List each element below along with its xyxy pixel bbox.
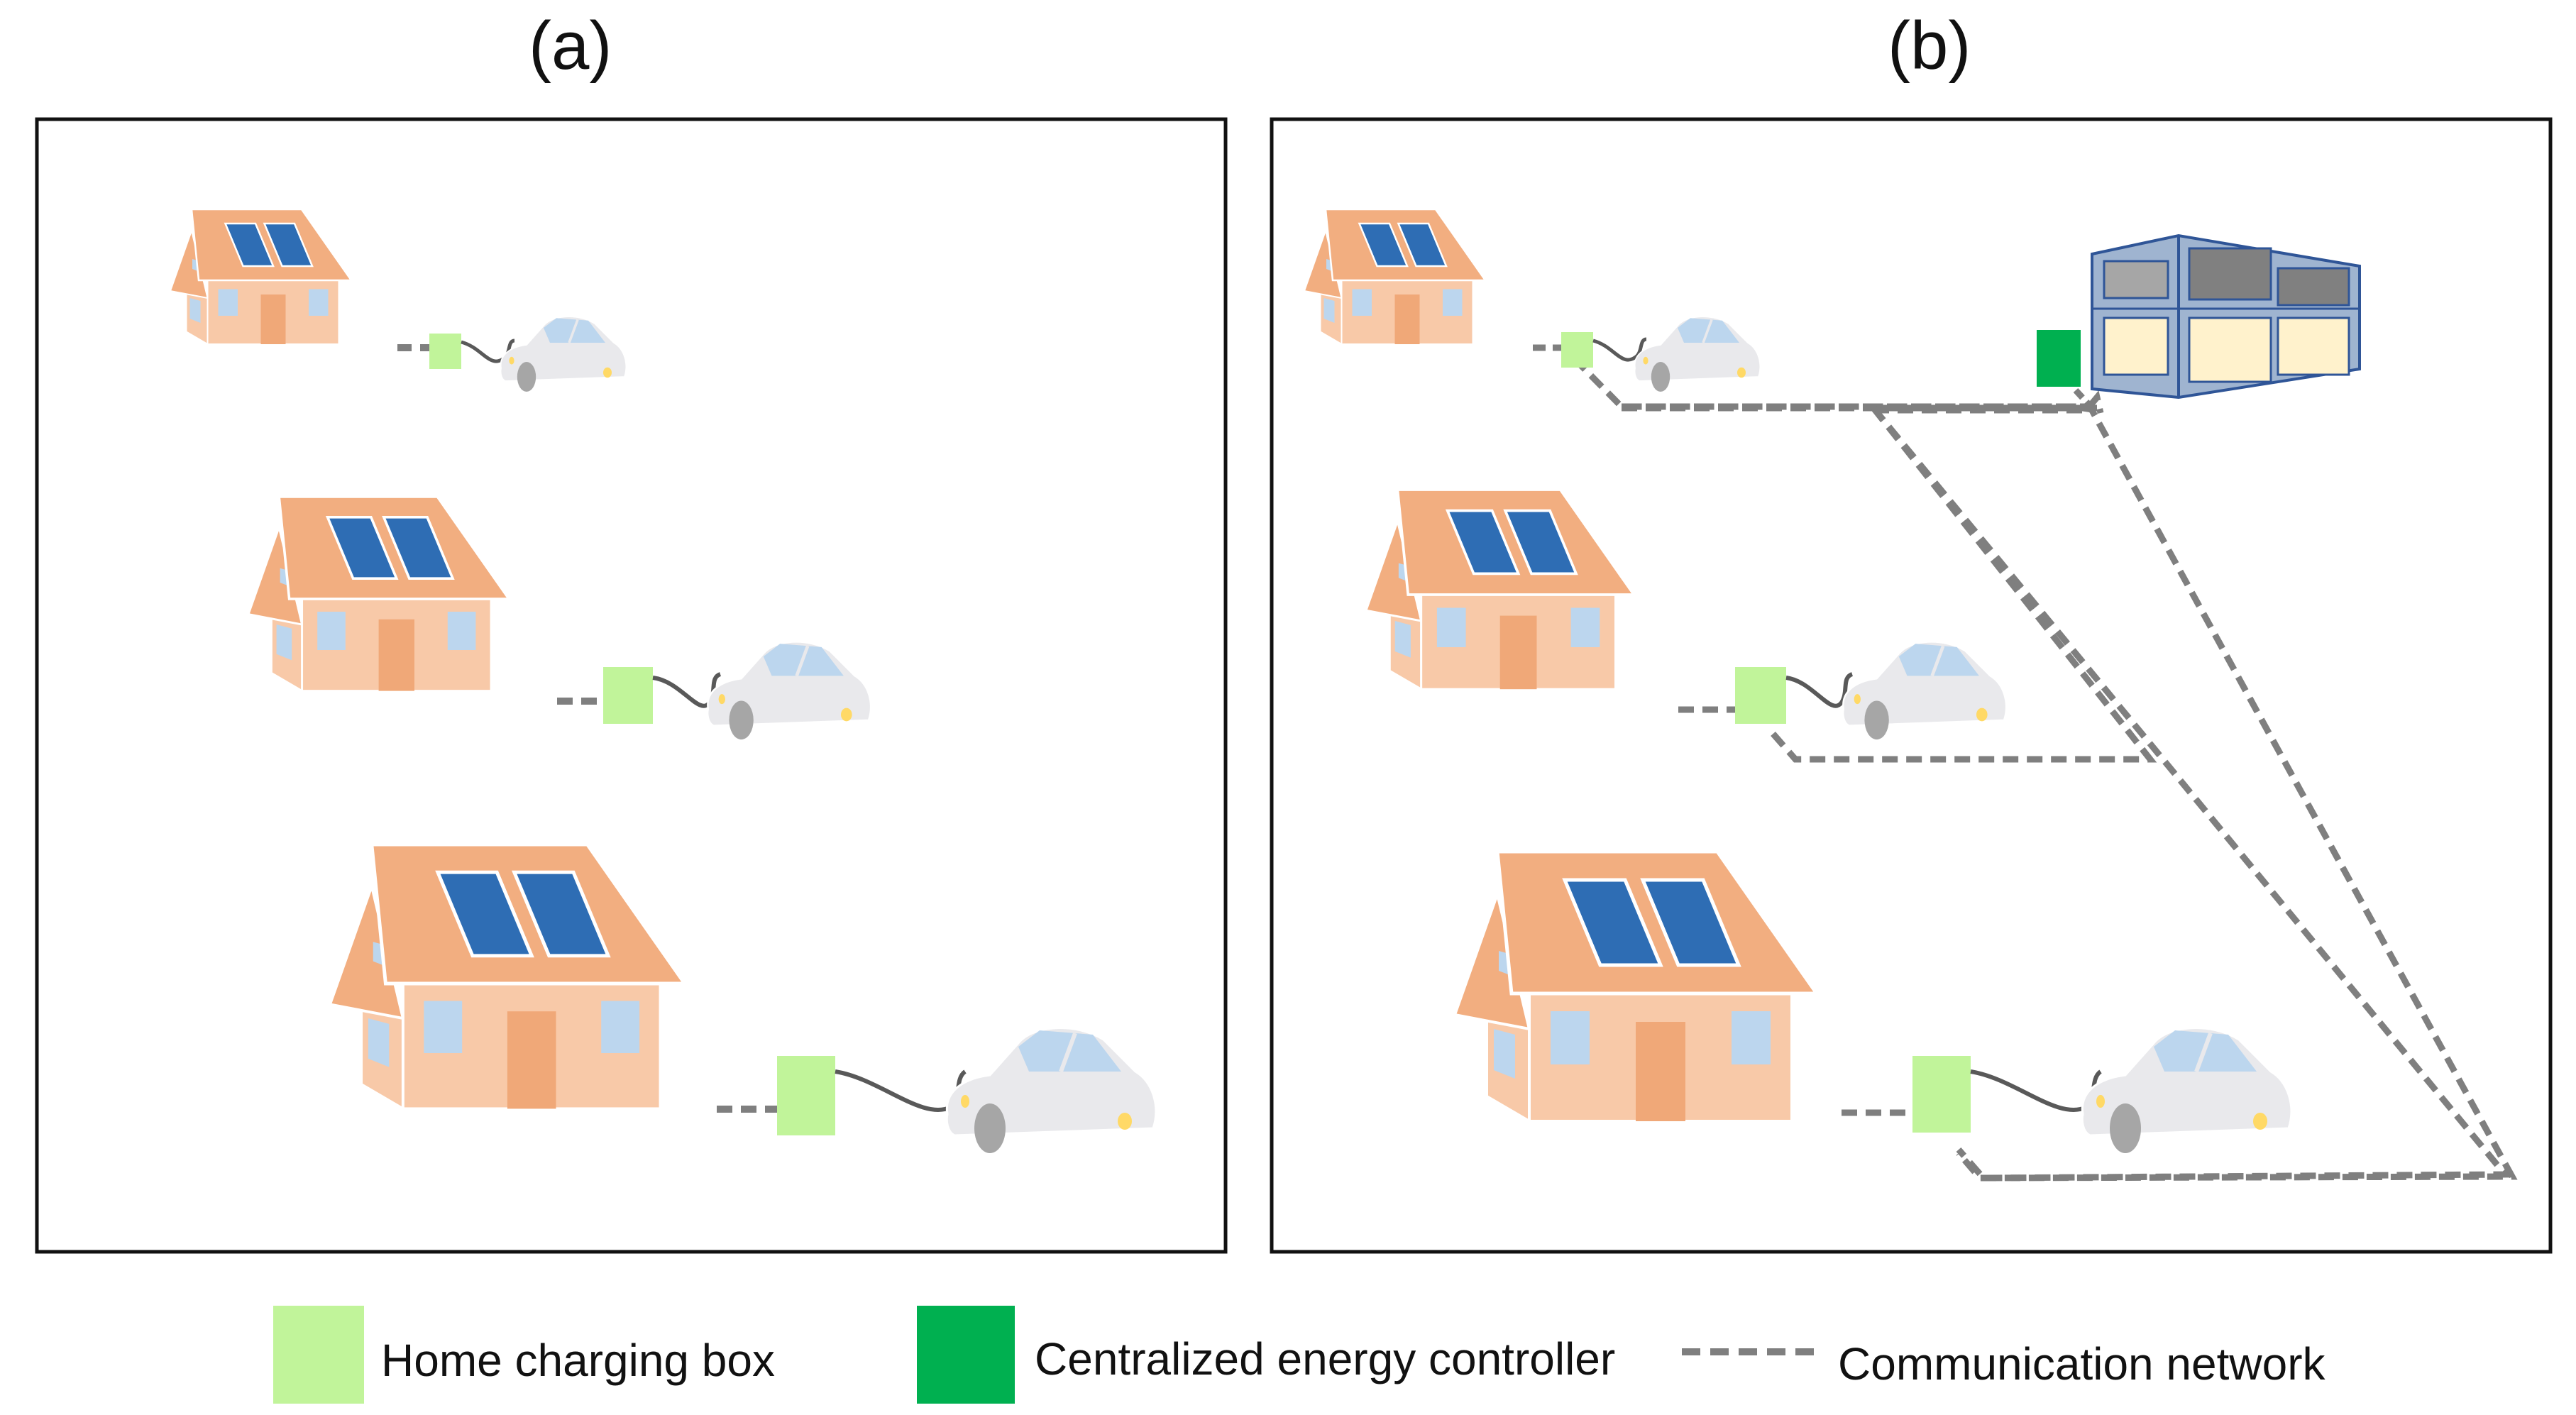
- house-a3: [330, 844, 685, 1108]
- home-box-b2: [1735, 667, 1786, 724]
- legend-controller-label: Centralized energy controller: [1035, 1333, 1616, 1384]
- centralized-controller: [2037, 330, 2081, 387]
- cable-b3: [1970, 1069, 2103, 1113]
- car-b3: [2082, 1028, 2291, 1153]
- home-box-a2: [603, 667, 653, 724]
- legend-home-box-label: Home charging box: [381, 1335, 775, 1386]
- car-b1: [1633, 315, 1762, 393]
- legend-home-box-swatch: [273, 1306, 364, 1404]
- control-building: [2091, 233, 2361, 400]
- home-box-a3: [777, 1056, 835, 1135]
- legend-network-label: Communication network: [1838, 1338, 2325, 1389]
- panel-a-frame: [35, 117, 1228, 1254]
- panel-b-frame: [1270, 117, 2553, 1254]
- car-a3: [947, 1028, 1156, 1153]
- home-box-a1: [429, 334, 461, 369]
- panel-a-title: (a): [529, 8, 612, 84]
- car-b2: [1843, 642, 2006, 739]
- home-box-b3: [1912, 1056, 1971, 1133]
- legend-controller-swatch: [917, 1306, 1015, 1404]
- cable-a2: [652, 672, 722, 708]
- car-a1: [499, 315, 628, 393]
- house-b3: [1455, 852, 1817, 1121]
- car-a2: [708, 642, 871, 739]
- house-a1: [169, 208, 353, 346]
- home-box-b1: [1561, 332, 1593, 368]
- cable-a3: [835, 1069, 967, 1113]
- controller-stub: [2073, 387, 2096, 412]
- house-b2: [1365, 488, 1636, 691]
- house-a2: [247, 495, 511, 693]
- panel-b-title: (b): [1888, 8, 1971, 84]
- house-b1: [1303, 208, 1487, 346]
- cable-b1: [1592, 337, 1647, 362]
- cable-b2: [1785, 672, 1854, 708]
